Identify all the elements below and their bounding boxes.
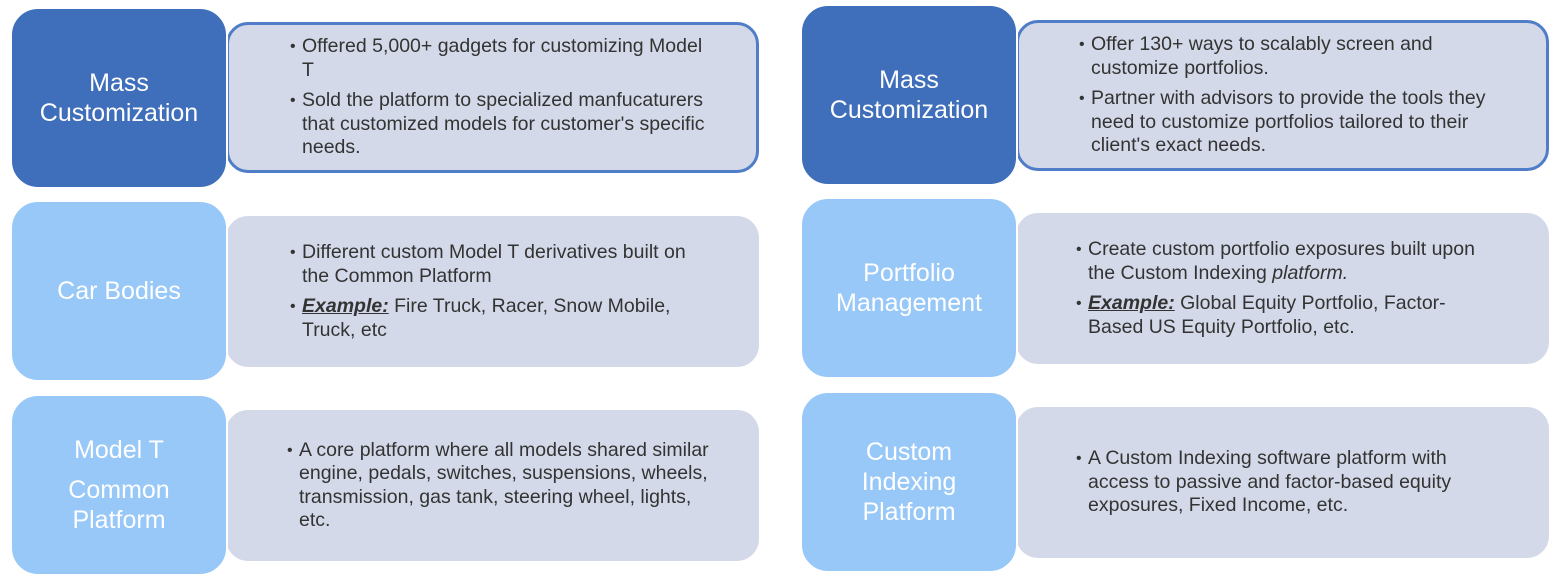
label-car-bodies: Car Bodies	[10, 200, 228, 382]
bullet-item: A Custom Indexing software platform with…	[1076, 447, 1489, 518]
bullet-text: Offered 5,000+ gadgets for customizing M…	[302, 35, 703, 81]
bullet-item: Offered 5,000+ gadgets for customizing M…	[290, 35, 716, 82]
bullet-list: Offer 130+ ways to scalably screen and c…	[1079, 33, 1491, 158]
bullet-text: Sold the platform to specialized manfuca…	[302, 89, 705, 159]
bullet-text: Create custom portfolio exposures built …	[1088, 238, 1475, 284]
label-line: Customization	[39, 99, 199, 127]
label-line: Common	[68, 476, 170, 504]
bullet-text: A Custom Indexing software platform with…	[1088, 447, 1452, 517]
example-label: Example:	[1088, 292, 1175, 314]
bullet-text: Fire Truck, Racer, Snow Mobile, Truck, e…	[302, 295, 671, 341]
detail-mass-customization-right: Offer 130+ ways to scalably screen and c…	[1016, 20, 1549, 171]
detail-portfolio-management: Create custom portfolio exposures built …	[1016, 213, 1549, 364]
label-line: Car Bodies	[57, 277, 181, 305]
label-line: Portfolio	[863, 259, 955, 287]
label-line: Platform	[862, 498, 956, 526]
example-label: Example:	[302, 295, 389, 317]
bullet-text: A core platform where all models shared …	[299, 438, 709, 532]
bullet-list: Create custom portfolio exposures built …	[1076, 238, 1499, 339]
label-line: Customization	[829, 96, 989, 124]
detail-custom-indexing-platform: A Custom Indexing software platform with…	[1016, 407, 1549, 558]
bullet-text: Different custom Model T derivatives bui…	[302, 241, 686, 287]
label-line: Platform	[72, 506, 166, 534]
label-model-t-common-platform: Model T Common Platform	[10, 394, 228, 576]
bullet-list: Different custom Model T derivatives bui…	[290, 241, 699, 342]
label-line: Model T	[74, 436, 164, 464]
label-mass-customization-left: Mass Customization	[10, 7, 228, 189]
bullet-text: Partner with advisors to provide the too…	[1091, 87, 1486, 157]
detail-car-bodies: Different custom Model T derivatives bui…	[226, 216, 759, 367]
bullet-list: A core platform where all models shared …	[287, 439, 709, 533]
detail-mass-customization-left: Offered 5,000+ gadgets for customizing M…	[226, 22, 759, 173]
detail-model-t-common-platform: A core platform where all models shared …	[226, 410, 759, 561]
italic-platform: platform.	[1272, 261, 1349, 284]
label-custom-indexing-platform: Custom Indexing Platform	[800, 391, 1018, 573]
bullet-text: Offer 130+ ways to scalably screen and c…	[1091, 33, 1433, 79]
label-mass-customization-right: Mass Customization	[800, 4, 1018, 186]
bullet-list: A Custom Indexing software platform with…	[1076, 447, 1489, 518]
label-line: Mass	[89, 69, 149, 97]
label-line: Mass	[879, 66, 939, 94]
bullet-text: Global Equity Portfolio, Factor-Based US…	[1088, 292, 1446, 338]
bullet-item: Example: Global Equity Portfolio, Factor…	[1076, 292, 1499, 339]
bullet-item: Different custom Model T derivatives bui…	[290, 241, 699, 288]
bullet-item: A core platform where all models shared …	[287, 439, 709, 533]
bullet-item: Sold the platform to specialized manfuca…	[290, 89, 716, 160]
label-portfolio-management: Portfolio Management	[800, 197, 1018, 379]
bullet-item: Offer 130+ ways to scalably screen and c…	[1079, 33, 1491, 80]
bullet-item: Example: Fire Truck, Racer, Snow Mobile,…	[290, 295, 699, 342]
label-line: Custom	[865, 438, 953, 466]
label-line: Indexing	[861, 468, 957, 496]
bullet-item: Create custom portfolio exposures built …	[1076, 238, 1499, 285]
bullet-list: Offered 5,000+ gadgets for customizing M…	[290, 35, 716, 160]
label-line: Management	[836, 289, 982, 317]
bullet-item: Partner with advisors to provide the too…	[1079, 87, 1491, 158]
